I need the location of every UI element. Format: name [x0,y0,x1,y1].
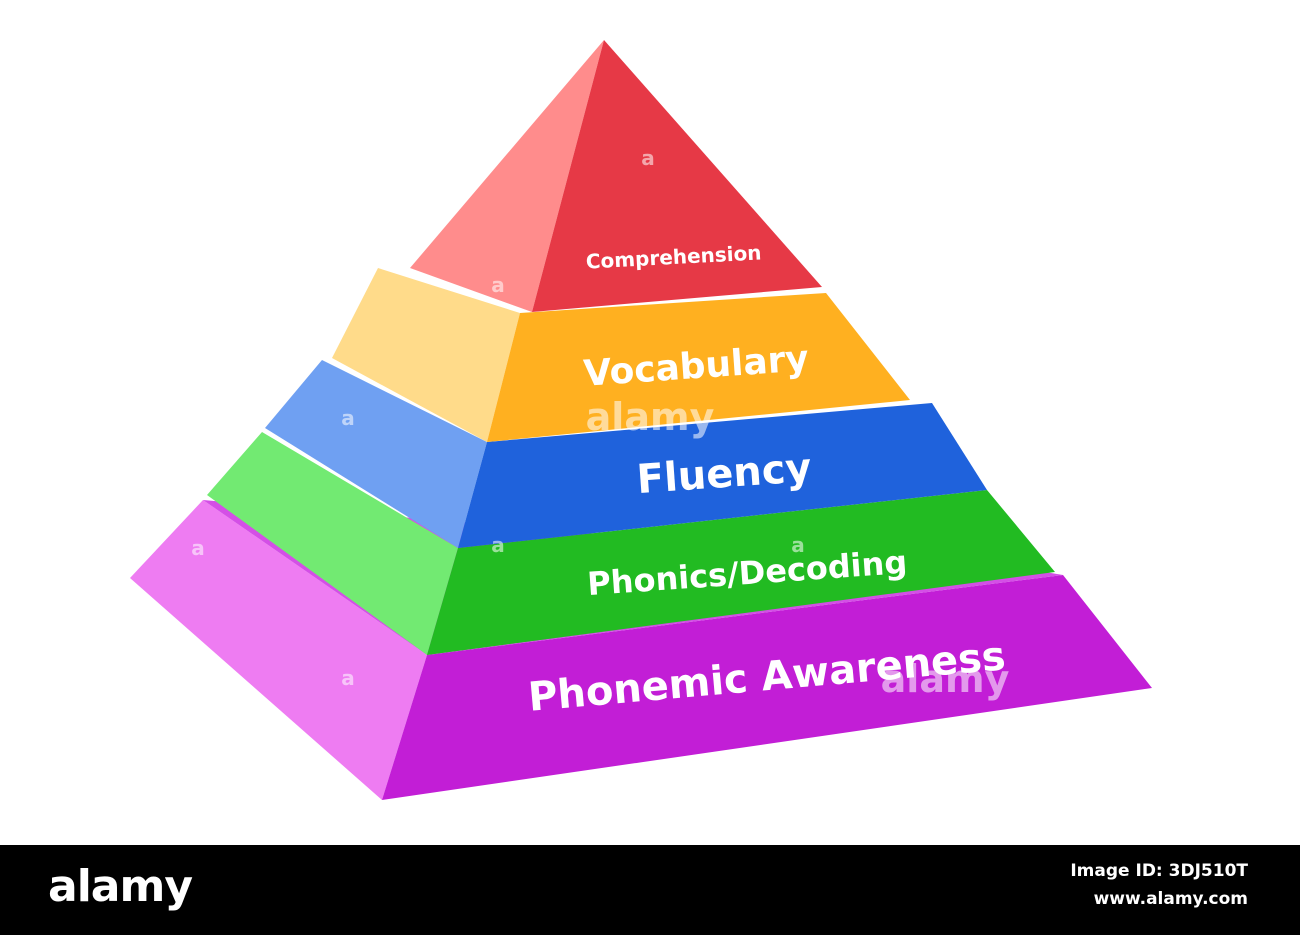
footer-image-info: Image ID: 3DJ510T www.alamy.com [1070,857,1248,913]
level-comprehension-left-face [410,40,604,312]
level-phonics-left-face [207,432,458,655]
watermark-letter-2: a [491,273,505,297]
level-fluency-front-face [458,403,987,548]
level-comprehension-front-face [532,40,822,312]
level-phonics-decoding [207,432,1055,655]
level-vocabulary [332,268,910,442]
level-phonics-front-face [427,490,1055,655]
watermark-footer-bar: alamy Image ID: 3DJ510T www.alamy.com [0,845,1300,935]
level-phonemic-left-face [130,500,427,800]
pyramid-canvas: alamy alamy a a a a a a a Comprehension … [130,40,1152,800]
alamy-logo: alamy [48,861,193,912]
level-phonemic-front-face [382,575,1152,800]
watermark-letter-4: a [491,533,505,557]
image-id-text: Image ID: 3DJ510T [1070,861,1248,881]
watermark-lower: alamy [881,657,1010,701]
watermark-letter-3: a [341,406,355,430]
watermark-center: alamy [586,395,715,439]
watermark-letter-1: a [641,146,655,170]
level-fluency [265,360,987,548]
watermark-letter-6: a [191,536,205,560]
site-url-text: www.alamy.com [1093,889,1248,909]
watermark-letter-7: a [341,666,355,690]
level-comprehension [410,40,822,312]
level-vocabulary-front-face [487,293,910,442]
level-vocabulary-left-face [332,268,520,442]
pyramid-diagram: alamy alamy a a a a a a a Comprehension … [130,40,1152,800]
watermark-letter-5: a [791,533,805,557]
level-fluency-left-face [265,360,487,548]
